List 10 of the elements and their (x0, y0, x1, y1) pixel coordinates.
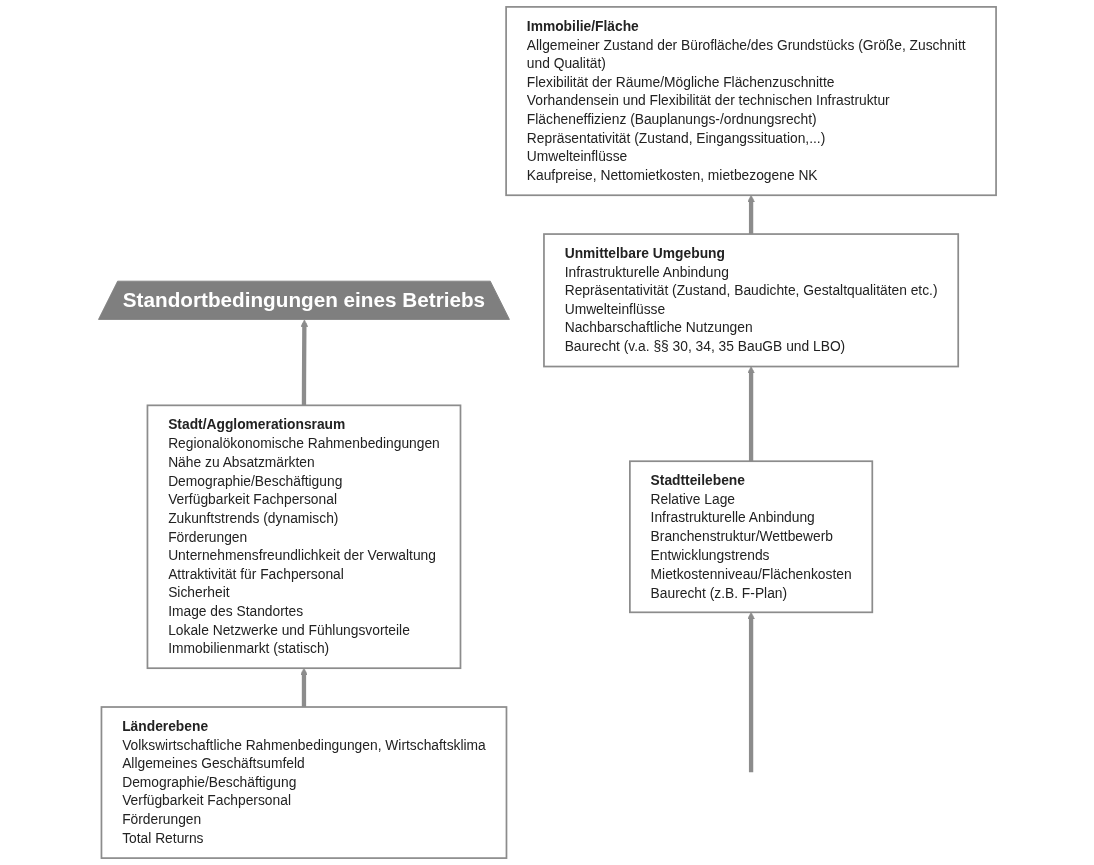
arrow (747, 194, 755, 235)
arrow (747, 611, 755, 773)
node-box: Stadt/Agglomerationsraum Regionalökonomische Rahmenbedingungen Nähe zu Absatzmärkten Demographie/Beschäftigung Verfügbarkeit Fachpersonal Zukunftstrends (dynamisch) Förderungen Unternehmensfreundlichkeit der Verwaltung Attraktivität für Fachpersonal Sicherheit Image des Standortes Lokale Netzwerke und Fühlungsvorteile Immobilienmarkt (statisch) (146, 404, 462, 670)
arrow (300, 319, 308, 406)
node-box: Länderebene Volkswirtschaftliche Rahmenbedingungen, Wirtschaftsklima Allgemeines Geschäftsumfeld Demographie/Beschäftigung Verfügbarkeit Fachpersonal Förderungen Total Returns (100, 706, 508, 859)
node-box: Stadtteilebene Relative Lage Infrastrukturelle Anbindung Branchenstruktur/Wettbewerb Entwicklungstrends Mietkostenniveau/Flächenkosten Baurecht (z.B. F-Plan) (628, 460, 873, 614)
node-box: Immobilie/Fläche Allgemeiner Zustand der Bürofläche/des Grundstücks (Größe, Zuschnitt und Qualität) Flexibilität der Räume/Mögliche Flächenzuschnitte Vorhandensein und Flexibilität der technischen Infrastruktur Flächeneffizienz (Bauplanungs-/ordnungsrecht) Repräsentativität (Zustand, Eingangssituation,...) Umwelteinflüsse Kaufpreise, Nettomietkosten, mietbezogene NK (504, 6, 997, 197)
node-box: Unmittelbare Umgebung Infrastrukturelle Anbindung Repräsentativität (Zustand, Baudichte, Gestaltqualitäten etc.) Umwelteinflüsse Nachbarschaftliche Nutzungen Baurecht (v.a. §§ 30, 34, 35 BauGB und LBO) (542, 233, 959, 368)
arrow (747, 366, 755, 462)
arrow (299, 667, 308, 707)
